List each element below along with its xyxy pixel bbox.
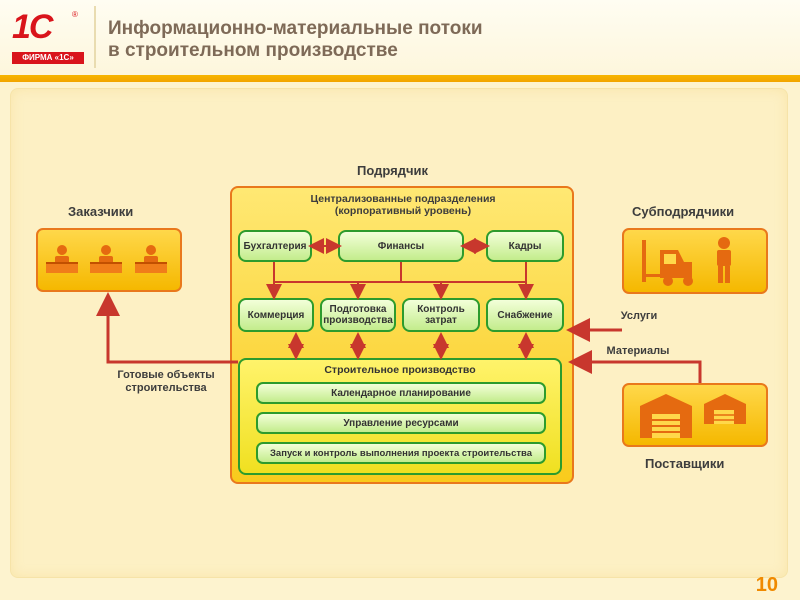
internal-connectors: [266, 238, 534, 360]
central-title-line-2: (корпоративный уровень): [334, 205, 472, 217]
production-title: Строительное производство: [324, 364, 476, 376]
dept-hr: Кадры: [486, 230, 564, 262]
warehouse-icon: [640, 394, 692, 438]
customer-desk-icon: [90, 245, 122, 273]
production-item-resources: Управление ресурсами: [256, 412, 546, 434]
flow-ready-objects-line-1: Готовые объекты: [117, 369, 215, 381]
flow-services-label: Услуги: [620, 310, 658, 322]
production-item-launch-control: Запуск и контроль выполнения проекта стр…: [256, 442, 546, 464]
suppliers-label: Поставщики: [645, 456, 725, 471]
production-item-scheduling: Календарное планирование: [256, 382, 546, 404]
logo-firm-label: ФИРМА «1С»: [12, 52, 84, 64]
forklift-icon: [642, 240, 693, 286]
warehouse-icon: [704, 394, 746, 424]
contractor-label: Подрядчик: [357, 163, 429, 178]
firm-logo: 1С ® ФИРМА «1С»: [10, 8, 84, 66]
customer-desk-icon: [46, 245, 78, 273]
title-line-2: в строительном производстве: [108, 40, 398, 61]
flow-materials-arrow: [568, 350, 702, 383]
logo-text: 1С: [12, 8, 53, 46]
flow-ready-objects-arrow: [96, 292, 238, 364]
header-accent-bar: [0, 75, 800, 82]
header-divider: [94, 6, 96, 68]
customers-label: Заказчики: [68, 204, 134, 219]
header: [0, 0, 800, 75]
title-line-1: Информационно-материальные потоки: [108, 18, 483, 39]
worker-icon: [717, 237, 731, 283]
subcontractors-label: Субподрядчики: [632, 204, 735, 219]
subcontractors-box: [622, 228, 768, 294]
central-departments-title: Централизованные подразделения (корпорат…: [288, 193, 518, 217]
dept-supply: Снабжение: [486, 298, 564, 332]
customer-desk-icon: [135, 245, 167, 273]
flow-ready-objects-label: Готовые объекты строительства: [106, 369, 226, 395]
flow-ready-objects-line-2: строительства: [125, 382, 207, 394]
central-title-line-1: Централизованные подразделения: [310, 193, 496, 205]
page-number: 10: [755, 574, 778, 596]
page-title: Информационно-материальные потоки в стро…: [108, 18, 628, 62]
dept-production-prep: Подготовка производства: [320, 298, 396, 332]
dept-finance: Финансы: [338, 230, 464, 262]
logo-registered-mark: ®: [72, 10, 78, 19]
external-flows: [96, 292, 702, 383]
flow-materials-label: Материалы: [606, 345, 670, 357]
dept-accounting: Бухгалтерия: [238, 230, 312, 262]
dept-cost-control: Контроль затрат: [402, 298, 480, 332]
